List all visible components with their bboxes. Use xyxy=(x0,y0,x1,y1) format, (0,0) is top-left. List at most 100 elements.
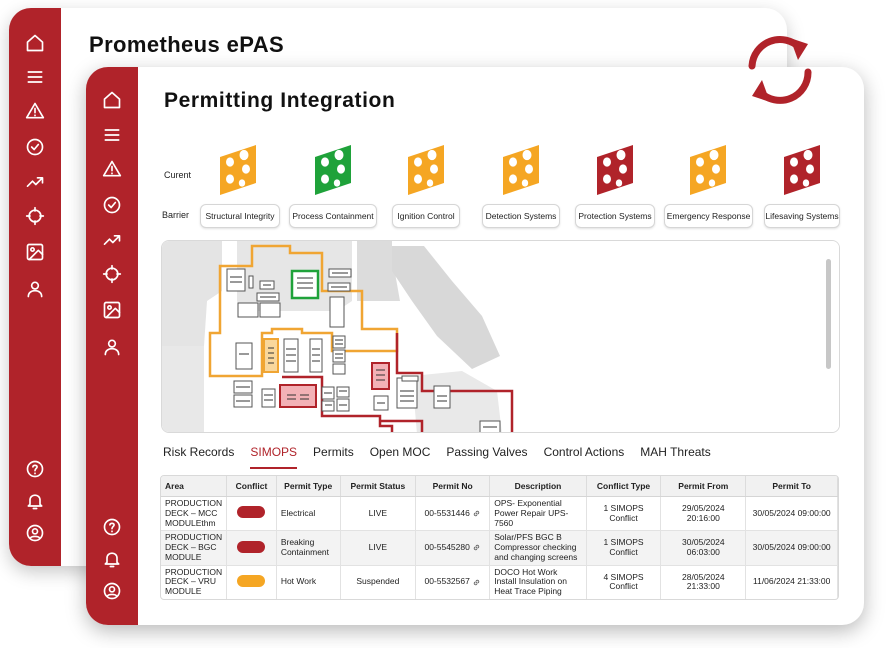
barrier-button[interactable]: Structural Integrity xyxy=(200,204,280,228)
column-header[interactable]: Permit To xyxy=(745,476,838,497)
cell-area: PRODUCTION DECK – VRU MODULE xyxy=(161,565,228,600)
tab-bar: Risk Records SIMOPS Permits Open MOC Passing… xyxy=(163,445,727,469)
menu-icon[interactable] xyxy=(101,124,123,146)
back-sidebar xyxy=(9,8,61,566)
cell-permit-from: 28/05/2024 21:33:00 xyxy=(660,565,747,600)
cell-conflict-type: 1 SIMOPS Conflict xyxy=(586,496,662,532)
column-header[interactable]: Permit Status xyxy=(340,476,417,497)
facility-map-drawing xyxy=(162,241,839,432)
trend-icon[interactable] xyxy=(24,171,46,193)
cell-permit-status: Suspended xyxy=(340,565,417,600)
barrier-row-label: Barrier xyxy=(162,210,190,220)
map-scrollbar[interactable] xyxy=(826,259,831,369)
cell-permit-from: 30/05/2024 06:03:00 xyxy=(660,530,747,566)
cell-permit-no: 00-5531446 xyxy=(415,496,491,532)
cell-permit-type: Breaking Containment xyxy=(276,530,341,566)
sync-icon[interactable] xyxy=(738,30,822,108)
front-window: Permitting Integration Curent Barrier St… xyxy=(86,67,864,625)
barrier-button[interactable]: Emergency Response xyxy=(664,204,753,228)
cell-permit-no: 00-5545280 xyxy=(415,530,491,566)
column-header[interactable]: Description xyxy=(489,476,587,497)
help-icon[interactable] xyxy=(101,516,123,538)
help-icon[interactable] xyxy=(24,458,46,480)
barrier-button[interactable]: Lifesaving Systems xyxy=(764,204,840,228)
back-window-title: Prometheus ePAS xyxy=(89,32,285,57)
barrier-button[interactable]: Detection Systems xyxy=(482,204,560,228)
menu-icon[interactable] xyxy=(24,66,46,88)
table-body: PRODUCTION DECK – MCC MODULEthm Electrica… xyxy=(161,496,838,600)
warning-icon[interactable] xyxy=(101,158,123,180)
home-icon[interactable] xyxy=(24,32,46,54)
cell-conflict-type: 1 SIMOPS Conflict xyxy=(586,530,662,566)
link-icon[interactable] xyxy=(472,509,481,518)
target-icon[interactable] xyxy=(101,263,123,285)
trend-icon[interactable] xyxy=(101,229,123,251)
cell-area: PRODUCTION DECK – MCC MODULEthm xyxy=(161,496,228,532)
column-header[interactable]: Conflict xyxy=(226,476,277,497)
cell-permit-from: 29/05/2024 20:16:00 xyxy=(660,496,747,532)
image-icon[interactable] xyxy=(24,241,46,263)
facility-map[interactable] xyxy=(161,240,840,433)
tab-passing-valves[interactable]: Passing Valves xyxy=(446,445,528,459)
column-header[interactable]: Permit No xyxy=(415,476,491,497)
conflict-indicator xyxy=(237,574,266,587)
tab-simops[interactable]: SIMOPS xyxy=(250,445,298,469)
account-icon[interactable] xyxy=(24,522,46,544)
cell-conflict xyxy=(226,530,277,566)
cell-permit-type: Electrical xyxy=(276,496,341,532)
warning-icon[interactable] xyxy=(24,100,46,122)
account-icon[interactable] xyxy=(101,580,123,602)
target-icon[interactable] xyxy=(24,205,46,227)
barrier-status-icon xyxy=(408,145,444,195)
cell-permit-to: 30/05/2024 09:00:00 xyxy=(745,530,838,566)
check-circle-icon[interactable] xyxy=(24,136,46,158)
tab-open-moc[interactable]: Open MOC xyxy=(369,445,431,459)
front-sidebar xyxy=(86,67,138,625)
user-icon[interactable] xyxy=(24,278,46,300)
tab-control-actions[interactable]: Control Actions xyxy=(543,445,625,459)
barrier-status-icon xyxy=(690,145,726,195)
barrier-button[interactable]: Process Containment xyxy=(289,204,377,228)
image-icon[interactable] xyxy=(101,299,123,321)
cell-permit-status: LIVE xyxy=(340,496,417,532)
barrier-status-icon xyxy=(503,145,539,195)
column-header[interactable]: Area xyxy=(161,476,228,497)
permit-number[interactable]: 00-5545280 xyxy=(424,542,470,553)
tab-mah-threats[interactable]: MAH Threats xyxy=(640,445,711,459)
cell-permit-status: LIVE xyxy=(340,530,417,566)
bell-icon[interactable] xyxy=(101,548,123,570)
cell-conflict xyxy=(226,565,277,600)
cell-permit-no: 00-5532567 xyxy=(415,565,491,600)
permit-number[interactable]: 00-5531446 xyxy=(424,507,470,518)
column-header[interactable]: Permit Type xyxy=(276,476,341,497)
user-icon[interactable] xyxy=(101,336,123,358)
link-icon[interactable] xyxy=(472,578,481,587)
cell-conflict-type: 4 SIMOPS Conflict xyxy=(586,565,662,600)
barrier-button[interactable]: Protection Systems xyxy=(575,204,655,228)
bell-icon[interactable] xyxy=(24,490,46,512)
cell-permit-to: 11/06/2024 21:33:00 xyxy=(745,565,838,600)
tab-risk-records[interactable]: Risk Records xyxy=(163,445,235,459)
home-icon[interactable] xyxy=(101,89,123,111)
conflict-indicator xyxy=(237,540,266,553)
barrier-status-icon xyxy=(315,145,351,195)
barrier-status-icon xyxy=(220,145,256,195)
link-icon[interactable] xyxy=(472,543,481,552)
column-header[interactable]: Conflict Type xyxy=(586,476,662,497)
tab-permits[interactable]: Permits xyxy=(313,445,354,459)
barrier-button[interactable]: Ignition Control xyxy=(392,204,460,228)
permit-number[interactable]: 00-5532567 xyxy=(424,576,470,587)
barrier-status-icon xyxy=(597,145,633,195)
cell-description: DOCO Hot Work Install Insulation on Heat… xyxy=(489,565,587,600)
current-row-label: Curent xyxy=(164,170,192,180)
table-row[interactable]: PRODUCTION DECK – MCC MODULEthm Electrica… xyxy=(161,496,838,532)
barrier-status-icon xyxy=(784,145,820,195)
cell-permit-to: 30/05/2024 09:00:00 xyxy=(745,496,838,532)
page-title: Permitting Integration xyxy=(164,89,396,112)
column-header[interactable]: Permit From xyxy=(660,476,747,497)
check-circle-icon[interactable] xyxy=(101,194,123,216)
